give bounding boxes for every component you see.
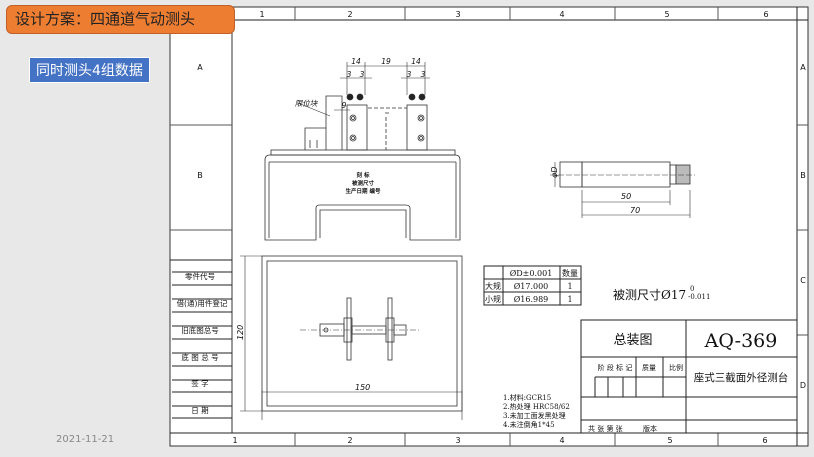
svg-text:70: 70 xyxy=(630,206,640,215)
svg-text:质量: 质量 xyxy=(642,363,656,372)
svg-text:0: 0 xyxy=(690,285,694,293)
master-table: ØD±0.001 数量 大规 Ø17.000 1 小规 Ø16.989 1 xyxy=(483,265,582,306)
svg-text:B: B xyxy=(800,171,806,180)
plan-view-dimensions: 120 150 xyxy=(236,325,370,392)
svg-text:14: 14 xyxy=(351,57,361,66)
svg-text:3: 3 xyxy=(455,10,460,19)
svg-text:比例: 比例 xyxy=(669,363,683,372)
svg-text:总装图: 总装图 xyxy=(613,333,652,348)
svg-text:日 期: 日 期 xyxy=(191,406,208,415)
svg-text:阶 段 标 记: 阶 段 标 记 xyxy=(598,363,633,372)
svg-text:共 张 第 张: 共 张 第 张 xyxy=(588,424,623,433)
title-block: 总装图 AQ-369 阶 段 标 记 质量 比例 座式三截面外径测台 共 张 第… xyxy=(580,319,798,434)
svg-text:AQ-369: AQ-369 xyxy=(704,330,778,352)
svg-text:6: 6 xyxy=(762,436,767,445)
svg-text:底 图 总 号: 底 图 总 号 xyxy=(181,352,218,362)
svg-text:版本: 版本 xyxy=(643,424,657,433)
svg-text:旧底图总号: 旧底图总号 xyxy=(181,325,219,335)
svg-text:Ø16.989: Ø16.989 xyxy=(514,295,549,304)
svg-text:B: B xyxy=(197,171,203,180)
left-registry-table: 零件代号 借(通)用件登记 旧底图总号 底 图 总 号 签 字 日 期 xyxy=(170,259,232,419)
slide-date: 2021-11-21 xyxy=(56,434,115,445)
svg-text:A: A xyxy=(800,63,806,72)
svg-text:2: 2 xyxy=(347,10,352,19)
svg-text:C: C xyxy=(800,276,806,285)
svg-text:1.材料:GCR15: 1.材料:GCR15 xyxy=(503,393,551,402)
master-gauge-part xyxy=(550,161,695,218)
limit-block-label: 限位块 xyxy=(295,99,318,108)
svg-text:9: 9 xyxy=(342,101,347,110)
svg-text:被测尺寸Ø17: 被测尺寸Ø17 xyxy=(613,288,686,302)
svg-text:3: 3 xyxy=(455,436,460,445)
svg-text:5: 5 xyxy=(667,436,672,445)
svg-text:1: 1 xyxy=(567,295,572,304)
svg-text:14: 14 xyxy=(411,57,421,66)
svg-text:座式三截面外径测台: 座式三截面外径测台 xyxy=(694,371,789,384)
svg-text:ØD±0.001: ØD±0.001 xyxy=(510,269,553,278)
svg-text:D: D xyxy=(800,381,806,390)
plan-view-assembly xyxy=(240,255,463,420)
top-view-assembly xyxy=(264,62,461,241)
svg-text:-0.011: -0.011 xyxy=(688,293,710,301)
svg-text:A: A xyxy=(197,63,203,72)
svg-text:150: 150 xyxy=(355,383,370,392)
svg-text:3: 3 xyxy=(407,70,412,79)
svg-text:3.未加工面发黑处理: 3.未加工面发黑处理 xyxy=(503,411,566,420)
part-dimensions: φD 50 70 xyxy=(550,167,640,215)
svg-text:刻 标: 刻 标 xyxy=(357,171,370,179)
ruler-dividers xyxy=(170,7,808,446)
svg-text:3: 3 xyxy=(360,70,365,79)
svg-text:5: 5 xyxy=(664,10,669,19)
svg-text:4: 4 xyxy=(559,436,564,445)
svg-text:6: 6 xyxy=(763,10,768,19)
svg-text:小规: 小规 xyxy=(485,294,501,304)
svg-text:1: 1 xyxy=(232,436,237,445)
svg-text:φD: φD xyxy=(550,167,559,178)
svg-text:生产日期 编号: 生产日期 编号 xyxy=(346,187,381,195)
technical-notes: 1.材料:GCR15 2.热处理 HRC58/62 3.未加工面发黑处理 4.未… xyxy=(503,393,570,429)
svg-text:4.未注倒角1*45: 4.未注倒角1*45 xyxy=(503,420,555,429)
svg-text:1: 1 xyxy=(259,10,264,19)
measured-size-note: 被测尺寸Ø17 0 -0.011 xyxy=(613,285,710,302)
svg-text:签 字: 签 字 xyxy=(191,378,208,388)
svg-text:19: 19 xyxy=(381,57,391,66)
svg-text:2.热处理 HRC58/62: 2.热处理 HRC58/62 xyxy=(503,402,570,411)
svg-text:50: 50 xyxy=(621,192,631,201)
svg-text:4: 4 xyxy=(559,10,564,19)
svg-text:大规: 大规 xyxy=(485,281,501,291)
svg-text:2: 2 xyxy=(347,436,352,445)
svg-text:120: 120 xyxy=(236,325,245,340)
svg-text:零件代号: 零件代号 xyxy=(185,271,215,281)
drawing-sheet xyxy=(169,6,809,447)
slide-subtitle: 同时测头4组数据 xyxy=(29,57,150,83)
svg-text:Ø17.000: Ø17.000 xyxy=(514,282,549,291)
svg-text:借(通)用件登记: 借(通)用件登记 xyxy=(177,298,228,308)
plate-engraving: 刻 标 被测尺寸 生产日期 编号 xyxy=(346,171,381,195)
svg-text:被测尺寸: 被测尺寸 xyxy=(352,179,375,187)
top-view-dimensions: 14 19 14 3 3 3 3 9 限位块 xyxy=(295,57,426,110)
svg-text:1: 1 xyxy=(567,282,572,291)
svg-text:3: 3 xyxy=(347,70,352,79)
ruler-labels: 1 2 3 4 5 6 1 2 3 4 5 6 A B A B C D xyxy=(197,10,806,445)
slide-title: 设计方案：四通道气动测头 xyxy=(6,5,235,34)
svg-text:数量: 数量 xyxy=(562,268,578,278)
svg-text:3: 3 xyxy=(421,70,426,79)
